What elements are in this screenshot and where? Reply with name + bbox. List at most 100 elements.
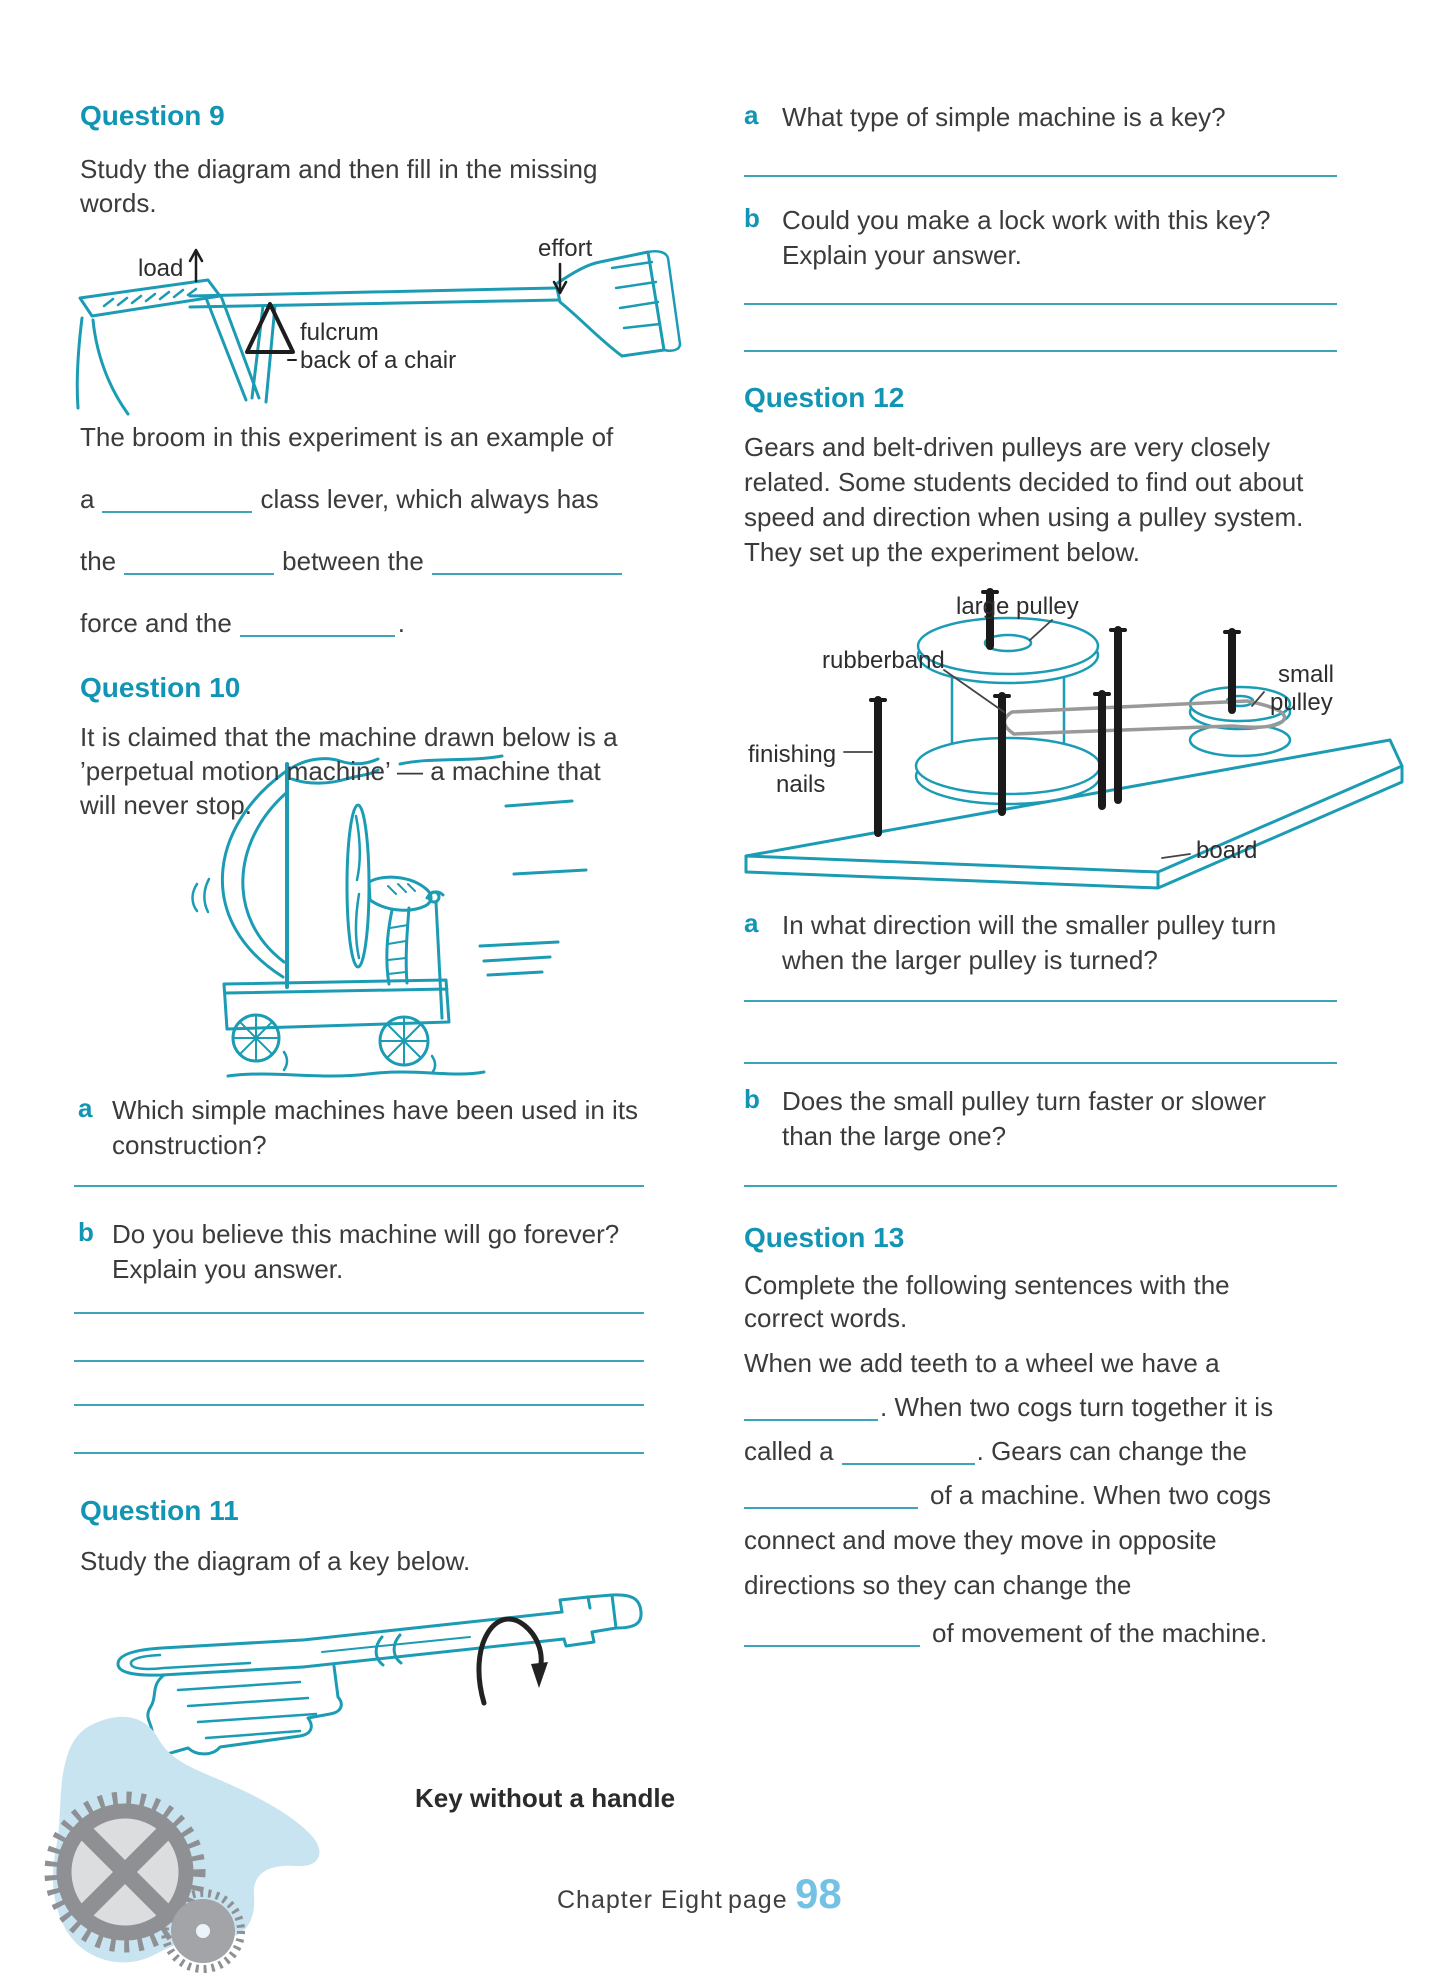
pulley-label-finishing: finishing [748,741,836,768]
item-a-text: What type of simple machine is a key? [782,102,1226,132]
answer-line [744,175,1337,177]
fulcrum-triangle [245,302,295,354]
answer-line [74,1360,644,1362]
fill-blank [744,1619,920,1647]
answer-line [744,1185,1337,1187]
intro-line: words. [80,188,157,218]
pulley-board-diagram: large pulley rubberband small pulley fin… [744,588,1404,890]
fill-text: force and the [80,608,232,638]
fill-blank [841,1437,975,1465]
broom-label-fulcrum: fulcrum [300,319,379,346]
footer-page-word: page [728,1886,788,1914]
intro-line: It is claimed that the machine drawn bel… [80,722,618,752]
q9-fill-line-2: a class lever, which always has [80,484,599,515]
broom-label-chair: back of a chair [300,347,456,374]
fill-text: The broom in this experiment is an examp… [80,422,614,452]
answer-line [744,303,1337,305]
fill-text: the [80,546,117,576]
footer-page-number: 98 [795,1870,842,1917]
pulley-label-rubberband: rubberband [822,647,945,674]
fill-blank [744,1393,878,1421]
fill-text: When we add teeth to a wheel we have a [744,1348,1220,1378]
item-a-text: Which simple machines have been used in … [112,1095,639,1160]
intro-line: Study the diagram and then fill in the m… [80,154,598,184]
intro-line: Study the diagram of a key below. [80,1546,471,1576]
item-b-text: Does the small pulley turn faster or slo… [782,1086,1267,1151]
fill-text: of movement of the machine. [932,1618,1268,1648]
fill-text: connect and move they move in opposite [744,1525,1217,1555]
question-13-intro: Complete the following sentences with th… [744,1269,1364,1335]
blue-blob [52,1716,320,1963]
fill-text: between the [282,546,424,576]
board-outline [744,738,1404,890]
question-11-intro: Study the diagram of a key below. [80,1544,660,1578]
key-caption: Key without a handle [415,1783,676,1813]
answer-line [74,1312,644,1314]
fill-blank [744,1481,918,1509]
q13-fill-line-1: When we add teeth to a wheel we have a [744,1348,1220,1379]
question-11b: b Could you make a lock work with this k… [744,203,1359,273]
answer-line [74,1452,644,1454]
question-10-title: Question 10 [80,672,241,703]
fill-blank [124,547,275,575]
fill-text: a [80,484,95,514]
rotation-arrow-icon [476,1616,548,1706]
pulley-label-small-1: small [1278,661,1334,688]
question-12-intro: Gears and belt-driven pulleys are very c… [744,430,1364,570]
item-b-text: Could you make a lock work with this key… [782,205,1271,270]
intro-line: Complete the following sentences with th… [744,1270,1230,1300]
item-a-label: a [744,908,759,938]
answer-line [74,1185,644,1187]
large-gear-icon [44,1791,206,1953]
question-12-title: Question 12 [744,382,905,413]
question-9-title: Question 9 [80,100,225,131]
question-13-title: Question 13 [744,1222,905,1253]
q9-fill-line-4: force and the. [80,608,405,639]
fill-text: . [397,608,406,638]
fill-text: directions so they can change the [744,1570,1132,1600]
question-11a: a What type of simple machine is a key? [744,100,1359,135]
cart-wheel-left [231,1013,281,1063]
item-b-label: b [78,1217,94,1247]
pulley-label-nails: nails [776,771,825,798]
key-drawing [116,1593,643,1756]
q9-fill-line-1: The broom in this experiment is an examp… [80,422,613,453]
q13-fill-line-5: connect and move they move in opposite [744,1525,1217,1556]
fill-text: . Gears can change the [976,1436,1247,1466]
answer-line [744,350,1337,352]
broom-label-load: load [138,255,183,282]
fill-blank [102,485,253,513]
broom-label-effort: effort [538,235,593,262]
cart-wheel-right [378,1015,430,1067]
answer-line [744,1000,1337,1002]
intro-line: will never stop. [80,790,252,820]
q13-fill-line-7: of movement of the machine. [744,1618,1267,1649]
question-12a: a In what direction will the smaller pul… [744,908,1364,978]
intro-line: correct words. [744,1303,908,1333]
question-10a: a Which simple machines have been used i… [78,1093,643,1163]
question-9-intro: Study the diagram and then fill in the m… [80,152,660,220]
fill-text: . When two cogs turn together it is [880,1392,1274,1422]
small-gear-icon [161,1889,245,1973]
label-lines [843,619,1265,859]
answer-line [744,1062,1337,1064]
finishing-nails [869,588,1241,837]
item-b-label: b [744,1084,760,1114]
fill-text: called a [744,1436,834,1466]
footer-chapter: Chapter Eight [557,1886,723,1914]
item-a-text: In what direction will the smaller pulle… [782,910,1277,975]
question-11-title: Question 11 [80,1495,239,1526]
pulley-label-board: board [1196,837,1257,864]
effort-down-arrow-icon [552,262,568,295]
item-b-label: b [744,203,760,233]
intro-line: Gears and belt-driven pulleys are very c… [744,432,1271,462]
fill-text: class lever, which always has [260,484,599,514]
question-12b: b Does the small pulley turn faster or s… [744,1084,1364,1154]
fill-blank [239,609,395,637]
corner-gears-decoration [44,1716,320,1973]
q13-fill-line-6: directions so they can change the [744,1570,1131,1601]
intro-line: ’perpetual motion machine’ — a machine t… [80,756,601,786]
pulley-label-small-2: pulley [1270,689,1333,716]
item-b-text: Do you believe this machine will go fore… [112,1219,620,1284]
